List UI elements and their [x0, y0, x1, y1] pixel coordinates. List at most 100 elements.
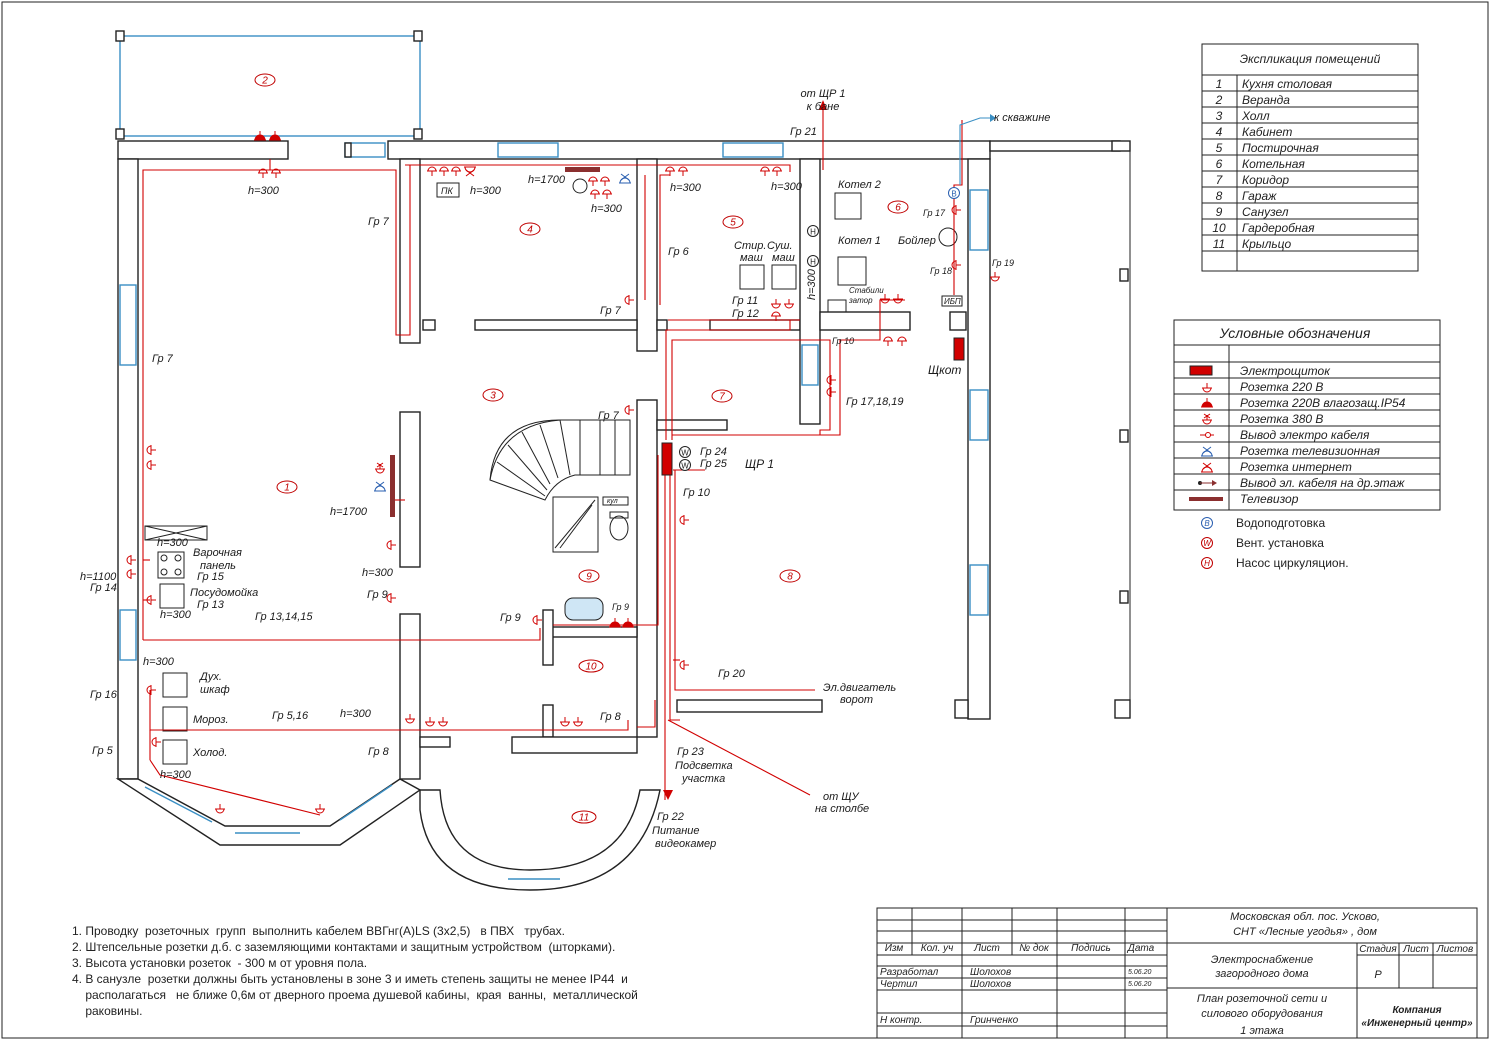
- legend-extra-label: Водоподготовка: [1236, 516, 1325, 530]
- tb-date: 5.06.20: [1128, 981, 1151, 988]
- note-line: 1. Проводку розеточных групп выполнить к…: [72, 924, 565, 938]
- room-number-1: 1: [284, 483, 290, 494]
- room-number-10: 10: [585, 662, 597, 673]
- socket-380-icon: [1202, 413, 1212, 425]
- walls: [115, 140, 1131, 891]
- label-gr21: Гр 21: [790, 126, 817, 138]
- room-numbers: 2 4 5 6 3 7 1 9 8 10 11: [254, 73, 909, 824]
- socket-34-icon: [374, 481, 386, 492]
- tb-date: 5.06.20: [1128, 969, 1151, 976]
- note-line: 2. Штепсельные розетки д.б. с заземляющи…: [72, 940, 615, 954]
- label-h1700-b: h=1700: [330, 506, 368, 518]
- label-gr5-16: Гр 5,16: [272, 710, 309, 722]
- panel-shch1: [661, 442, 673, 476]
- socket-27-icon: [951, 260, 961, 270]
- label-dryer-2: маш: [772, 252, 795, 264]
- label-gr9-a: Гр 9: [367, 589, 388, 601]
- label-gr25: Гр 25: [700, 458, 728, 470]
- socket-17-icon: [624, 295, 634, 305]
- tb-name: Шолохов: [970, 967, 1011, 978]
- room-number-7: 7: [719, 392, 725, 403]
- label-gr13-14-15: Гр 13,14,15: [255, 611, 313, 623]
- socket-52-icon: [215, 804, 225, 814]
- socket-35-icon: [386, 540, 396, 550]
- socket-53-icon: [315, 804, 325, 814]
- legend-marker-icon: [1201, 517, 1213, 529]
- label-hob-1: Варочная: [193, 547, 242, 559]
- label-gr7-b: Гр 7: [600, 305, 622, 317]
- socket-14-icon: [678, 166, 688, 176]
- legend-table: Условные обозначения ЭлектрощитокРозетка…: [1173, 319, 1441, 570]
- cable-floor-icon: [1198, 480, 1217, 486]
- tb-project-1: Электроснабжение: [1211, 954, 1313, 966]
- panel-icon: [1189, 365, 1213, 376]
- tb-header: № док: [1019, 943, 1050, 954]
- socket-24-icon: [883, 336, 893, 346]
- socket-40-icon: [532, 615, 542, 625]
- rooms-row-name: Котельная: [1242, 157, 1305, 171]
- label-h1100: h=1100: [80, 571, 117, 583]
- legend-label: Вывод электро кабеля: [1240, 428, 1370, 442]
- socket-0-icon: [254, 131, 266, 141]
- label-dryer-1: Суш.: [767, 240, 793, 252]
- label-boiler: Бойлер: [898, 235, 936, 247]
- label-h300-b: h=300: [470, 185, 502, 197]
- label-h300-j: h=300: [340, 708, 372, 720]
- label-gr12: Гр 12: [732, 308, 759, 320]
- room-number-2: 2: [261, 76, 268, 87]
- rooms-row-name: Коридор: [1242, 173, 1289, 187]
- label-gr19: Гр 19: [992, 258, 1014, 268]
- socket-7-icon: [464, 166, 476, 177]
- label-stabilizer-1: Стабили: [849, 286, 884, 295]
- tb-header: Изм: [885, 943, 904, 954]
- socket-12-icon: [602, 189, 612, 199]
- legend-marker-letter: Н: [1204, 559, 1210, 568]
- socket-39-icon: [146, 595, 156, 605]
- legend-marker-letter: W: [1203, 539, 1212, 548]
- label-gr8-a: Гр 8: [368, 746, 390, 758]
- vent-marker-b: W: [681, 462, 689, 471]
- tv-socket-icon: [1201, 446, 1213, 457]
- socket-9-icon: [600, 176, 610, 186]
- socket-41-icon: [609, 618, 621, 628]
- label-gr6: Гр 6: [668, 246, 690, 258]
- tb-stage: Р: [1374, 969, 1382, 981]
- label-gr23: Гр 23: [677, 746, 705, 758]
- socket-22-icon: [880, 294, 890, 304]
- label-gr7-c: Гр 7: [152, 353, 174, 365]
- label-gr7-a: Гр 7: [368, 216, 390, 228]
- label-from-pole-1: от ЩУ: [823, 791, 859, 803]
- tb-header: Кол. уч: [921, 943, 954, 954]
- label-h300-d: h=300: [670, 182, 702, 194]
- spiral-staircase: [489, 419, 631, 501]
- label-cameras-1: Питание: [652, 825, 700, 837]
- socket-3-icon: [271, 168, 281, 178]
- plan-labels: от ЩР 1 к бане Гр 21 к скважине Котел 2 …: [80, 88, 1050, 850]
- label-gr24: Гр 24: [700, 446, 727, 458]
- rooms-row-number: 7: [1216, 173, 1224, 187]
- rooms-row-number: 2: [1215, 93, 1223, 107]
- internet-socket-icon: [1201, 462, 1213, 473]
- label-washer-2: маш: [740, 252, 763, 264]
- socket-8-icon: [588, 176, 598, 186]
- legend-label: Телевизор: [1240, 492, 1299, 506]
- note-line: 4. В санузле розетки должны быть установ…: [72, 972, 628, 986]
- tb-header: Подпись: [1071, 943, 1111, 954]
- note-line: располагаться не ближе 0,6м от дверного …: [72, 988, 638, 1002]
- socket-33-icon: [375, 462, 385, 474]
- tb-sheet-3: 1 этажа: [1240, 1025, 1283, 1037]
- water-line: [959, 117, 990, 185]
- label-h300-f: h=300: [362, 567, 394, 579]
- panel-shkot: [953, 337, 965, 361]
- label-to-well: к скважине: [994, 112, 1050, 124]
- legend-title: Условные обозначения: [1219, 325, 1371, 341]
- label-gr17-18-19: Гр 17,18,19: [846, 396, 904, 408]
- pump-marker-b: Н: [810, 258, 816, 267]
- rooms-table-title: Экспликация помещений: [1240, 52, 1381, 66]
- note-line: раковины.: [72, 1004, 142, 1018]
- arrow-down-icon: [663, 790, 673, 800]
